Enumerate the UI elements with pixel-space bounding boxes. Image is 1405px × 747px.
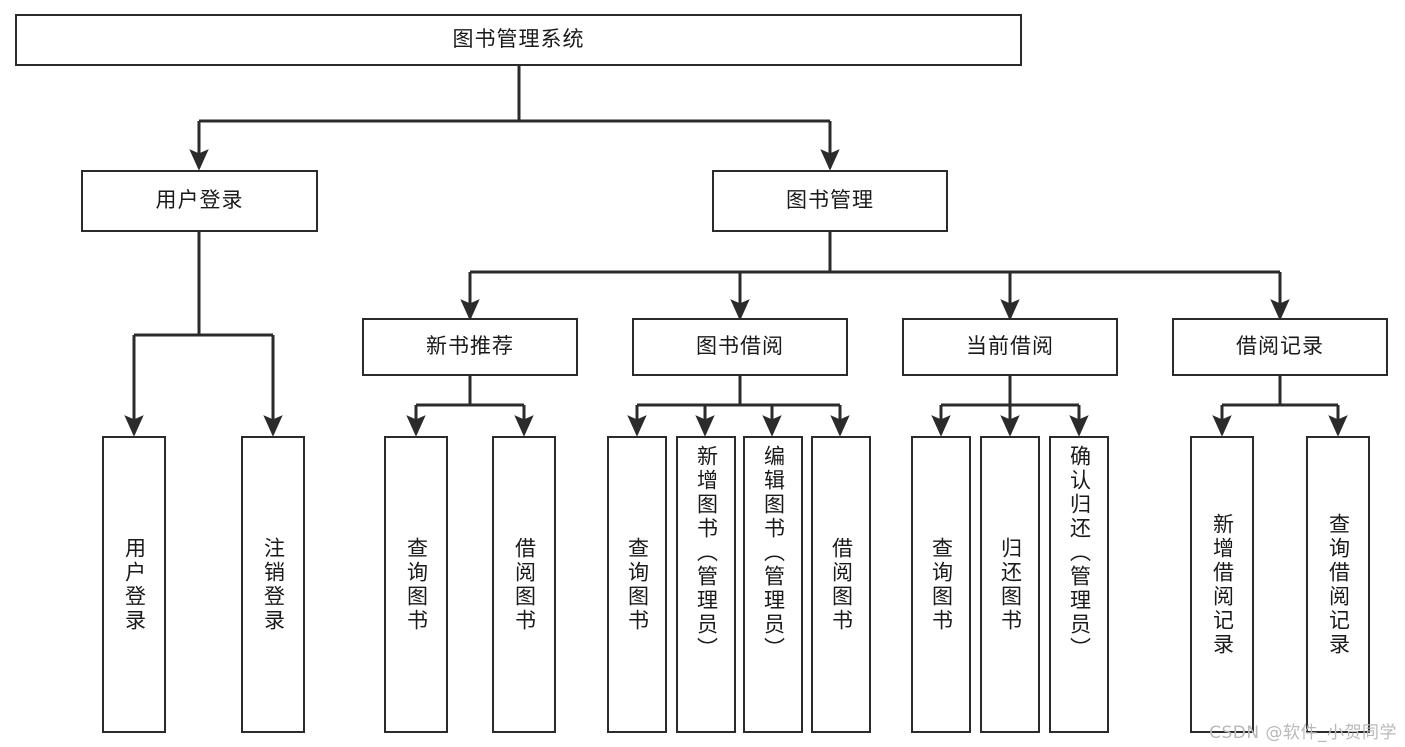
csdn-watermark: CSDN @软件_小贺同学 [1209,723,1397,743]
node-current-borrow-label: 当前借阅 [966,334,1054,359]
node-book-borrow[interactable]: 图书借阅 [632,318,848,376]
node-borrow-record[interactable]: 借阅记录 [1172,318,1388,376]
node-leaf-query-record-label: 查询借阅记录 [1326,512,1351,657]
node-root-label: 图书管理系统 [452,27,585,52]
node-leaf-query-book-3[interactable]: 查询图书 [911,436,971,733]
node-leaf-add-book[interactable]: 新增图书（管理员） [676,436,736,733]
node-leaf-logout-login[interactable]: 注销登录 [241,436,305,733]
node-leaf-add-book-label: 新增图书（管理员） [694,445,719,661]
node-leaf-borrow-book-1-label: 借阅图书 [512,536,537,633]
node-leaf-return-book[interactable]: 归还图书 [980,436,1040,733]
node-leaf-logout-login-label: 注销登录 [261,536,286,633]
node-leaf-confirm-return-label: 确认归还（管理员） [1067,445,1092,661]
node-leaf-return-book-label: 归还图书 [998,536,1023,633]
node-leaf-borrow-book-2[interactable]: 借阅图书 [811,436,871,733]
node-borrow-record-label: 借阅记录 [1236,334,1324,359]
node-leaf-user-login[interactable]: 用户登录 [102,436,166,733]
node-book-manage[interactable]: 图书管理 [712,170,948,232]
node-leaf-edit-book[interactable]: 编辑图书（管理员） [743,436,803,733]
node-book-borrow-label: 图书借阅 [696,334,784,359]
node-leaf-confirm-return[interactable]: 确认归还（管理员） [1049,436,1109,733]
node-leaf-query-book-2[interactable]: 查询图书 [607,436,667,733]
node-user-login[interactable]: 用户登录 [81,170,318,232]
node-leaf-add-record[interactable]: 新增借阅记录 [1190,436,1254,733]
node-book-manage-label: 图书管理 [786,188,874,213]
node-leaf-edit-book-label: 编辑图书（管理员） [761,445,786,661]
node-leaf-borrow-book-2-label: 借阅图书 [829,536,854,633]
node-leaf-query-book-2-label: 查询图书 [625,536,650,633]
node-new-book-recommend-label: 新书推荐 [426,334,514,359]
node-leaf-query-book-1-label: 查询图书 [404,536,429,633]
node-leaf-user-login-label: 用户登录 [122,536,147,633]
node-leaf-add-record-label: 新增借阅记录 [1210,512,1235,657]
node-new-book-recommend[interactable]: 新书推荐 [362,318,578,376]
node-root[interactable]: 图书管理系统 [15,14,1022,66]
node-leaf-query-book-1[interactable]: 查询图书 [384,436,448,733]
node-leaf-query-book-3-label: 查询图书 [929,536,954,633]
node-user-login-label: 用户登录 [155,188,244,213]
node-current-borrow[interactable]: 当前借阅 [902,318,1118,376]
node-leaf-query-record[interactable]: 查询借阅记录 [1306,436,1370,733]
node-leaf-borrow-book-1[interactable]: 借阅图书 [492,436,556,733]
